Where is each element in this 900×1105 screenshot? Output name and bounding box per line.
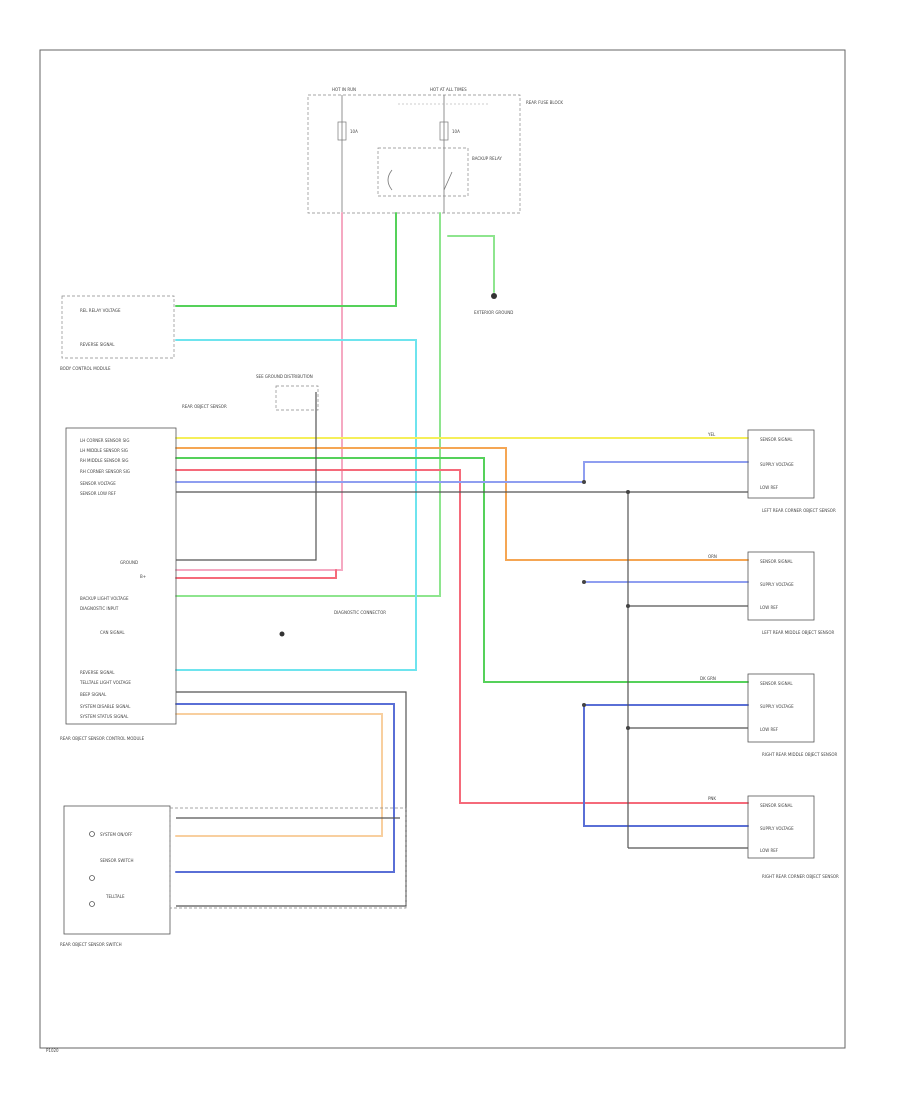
wire-red-ground <box>175 569 337 579</box>
sensor2-label-3: LOW REF <box>760 605 779 610</box>
wire-cyan <box>175 339 417 671</box>
footer-id: P1020 <box>46 1048 59 1053</box>
module-mid-label-1: GROUND <box>120 560 138 565</box>
wire-black-lowref <box>176 491 748 849</box>
sensor3-label-2: SUPPLY VOLTAGE <box>760 704 794 709</box>
sensor1-wire-color: YEL <box>707 432 716 437</box>
switch-block: SYSTEM ON/OFF SENSOR SWITCH TELLTALE REA… <box>60 805 407 947</box>
wire-blue-3 <box>583 704 749 827</box>
module-caption: REAR OBJECT SENSOR CONTROL MODULE <box>60 736 145 741</box>
module-lower-label-3: CAN SIGNAL <box>100 630 125 635</box>
module-top-label-6: SENSOR LOW REF <box>80 491 117 496</box>
wire-lightgreen <box>175 212 441 597</box>
relay-label: BACKUP RELAY <box>472 156 502 161</box>
diagram-border <box>39 49 846 1049</box>
module-lower-label-2: DIAGNOSTIC INPUT <box>80 606 119 611</box>
wire-red <box>175 469 749 804</box>
ground-icon <box>491 293 497 299</box>
sensor1-name: LEFT REAR CORNER OBJECT SENSOR <box>762 508 836 513</box>
sensor2-label-2: SUPPLY VOLTAGE <box>760 582 794 587</box>
switch-label-2: SENSOR SWITCH <box>100 858 133 863</box>
module-top-label-2: LH MIDDLE SENSOR SIG <box>80 448 128 453</box>
sensor1-label-3: LOW REF <box>760 485 779 490</box>
wire-green-rhm <box>175 457 749 683</box>
fuse-right-label: HOT AT ALL TIMES <box>430 87 467 92</box>
module-top-label-4: RH CORNER SENSOR SIG <box>80 469 130 474</box>
module-bottom-label-5: SYSTEM STATUS SIGNAL <box>80 714 129 719</box>
wire-pink <box>175 212 343 571</box>
wire-lightorange <box>175 713 383 837</box>
sensor4-label-2: SUPPLY VOLTAGE <box>760 826 794 831</box>
ground-distribution-box <box>275 385 319 411</box>
sensor4-label-1: SENSOR SIGNAL <box>760 803 793 808</box>
wire-lightgreen-ground <box>447 235 495 293</box>
sensor-connectors: SENSOR SIGNAL SUPPLY VOLTAGE LOW REF LEF… <box>700 429 839 879</box>
body-connector-label-1: REL RELAY VOLTAGE <box>80 308 121 313</box>
splices <box>582 480 630 730</box>
wire-green-relay <box>175 212 397 307</box>
switch-caption: REAR OBJECT SENSOR SWITCH <box>60 942 122 947</box>
fuse-left-icon <box>337 121 347 141</box>
module-top-label-5: SENSOR VOLTAGE <box>80 481 116 486</box>
wire-black-loop <box>176 392 317 561</box>
sensor3-name: RIGHT REAR MIDDLE OBJECT SENSOR <box>762 752 838 757</box>
switch-icon-1 <box>89 831 95 837</box>
relay-coil-icon <box>387 169 393 191</box>
fuse-block: HOT IN RUN HOT AT ALL TIMES REAR FUSE BL… <box>307 87 563 214</box>
fuse-right-icon <box>439 121 449 141</box>
relay-switch-icon <box>443 171 453 191</box>
module-bottom-label-1: REVERSE SIGNAL <box>80 670 115 675</box>
fuse-left-rating: 10A <box>350 129 358 134</box>
module-ground-note: SEE GROUND DISTRIBUTION <box>256 374 313 379</box>
fuse-block-label: REAR FUSE BLOCK <box>526 100 563 105</box>
ground-label: EXTERIOR GROUND <box>474 310 513 315</box>
wires <box>175 212 749 907</box>
sensor2-label-1: SENSOR SIGNAL <box>760 559 793 564</box>
module-bottom-label-4: SYSTEM DISABLE SIGNAL <box>80 704 131 709</box>
sensor1-label-2: SUPPLY VOLTAGE <box>760 462 794 467</box>
switch-label-1: SYSTEM ON/OFF <box>100 832 133 837</box>
sensor2-wire-color: ORN <box>708 554 717 559</box>
body-connector-caption: BODY CONTROL MODULE <box>60 366 111 371</box>
sensor3-label-3: LOW REF <box>760 727 779 732</box>
control-module: REAR OBJECT SENSOR SEE GROUND DISTRIBUTI… <box>60 374 386 741</box>
wire-blue <box>175 703 395 873</box>
switch-label-3: TELLTALE <box>105 894 125 899</box>
module-ground-icon <box>279 631 285 637</box>
sensor4-label-3: LOW REF <box>760 848 779 853</box>
fuse-right-rating: 10A <box>452 129 460 134</box>
module-mid-label-2: B+ <box>140 574 146 579</box>
module-header: REAR OBJECT SENSOR <box>182 404 227 409</box>
module-bottom-label-2: TELLTALE LIGHT VOLTAGE <box>79 680 131 685</box>
wire-black-module <box>176 691 407 907</box>
sensor1-label-1: SENSOR SIGNAL <box>760 437 793 442</box>
module-lower-label-1: BACKUP LIGHT VOLTAGE <box>80 596 129 601</box>
exterior-ground: EXTERIOR GROUND <box>474 293 513 315</box>
sensor4-wire-color: PNK <box>708 796 716 801</box>
sensor3-label-1: SENSOR SIGNAL <box>760 681 793 686</box>
sensor4-name: RIGHT REAR CORNER OBJECT SENSOR <box>762 874 839 879</box>
sensor2-name: LEFT REAR MIDDLE OBJECT SENSOR <box>762 630 834 635</box>
fuse-left-label: HOT IN RUN <box>332 87 356 92</box>
wire-orange <box>175 447 749 561</box>
body-connector-label-2: REVERSE SIGNAL <box>80 342 115 347</box>
module-side-note: DIAGNOSTIC CONNECTOR <box>334 610 386 615</box>
switch-icon-2 <box>89 875 95 881</box>
wire-lightblue <box>175 461 749 483</box>
telltale-icon <box>89 901 95 907</box>
body-connector: REL RELAY VOLTAGE REVERSE SIGNAL BODY CO… <box>60 295 175 371</box>
module-bottom-label-3: BEEP SIGNAL <box>80 692 107 697</box>
module-top-label-3: RH MIDDLE SENSOR SIG <box>80 458 129 463</box>
module-top-label-1: LH CORNER SENSOR SIG <box>80 438 129 443</box>
sensor3-wire-color: DK GRN <box>700 676 716 681</box>
